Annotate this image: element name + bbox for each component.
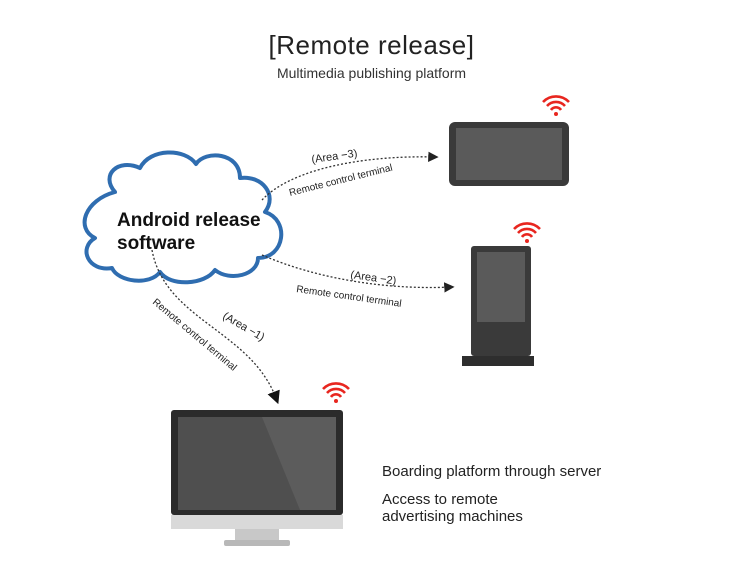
wifi-icon [322,382,350,403]
description-line-3: advertising machines [382,508,523,525]
page-subtitle: Multimedia publishing platform [276,65,467,81]
page-title: [Remote release] [268,30,475,60]
description-line-2: Access to remote [382,491,498,508]
kiosk-device-icon [462,246,534,366]
desktop-monitor-icon [171,410,343,546]
area-3-label: (Area −3) [311,148,358,166]
wifi-icon [542,95,570,116]
area-3-terminal-label: Remote control terminal [288,163,394,199]
area-2-label: (Area −2) [350,269,397,287]
cloud-icon [82,150,284,285]
area-2-terminal-label: Remote control terminal [296,284,403,310]
cloud-label-line1: Android release [117,210,261,231]
description-line-1: Boarding platform through server [382,463,602,480]
connector-area-2 [261,254,455,293]
connector-area-1 [151,249,280,405]
tablet-device-icon [449,122,569,186]
area-1-terminal-label: Remote control terminal [150,297,238,374]
area-1-label: (Area −1) [221,310,267,343]
cloud-label-line2: software [117,233,195,254]
wifi-icon [513,222,541,243]
connector-area-3 [261,151,439,201]
